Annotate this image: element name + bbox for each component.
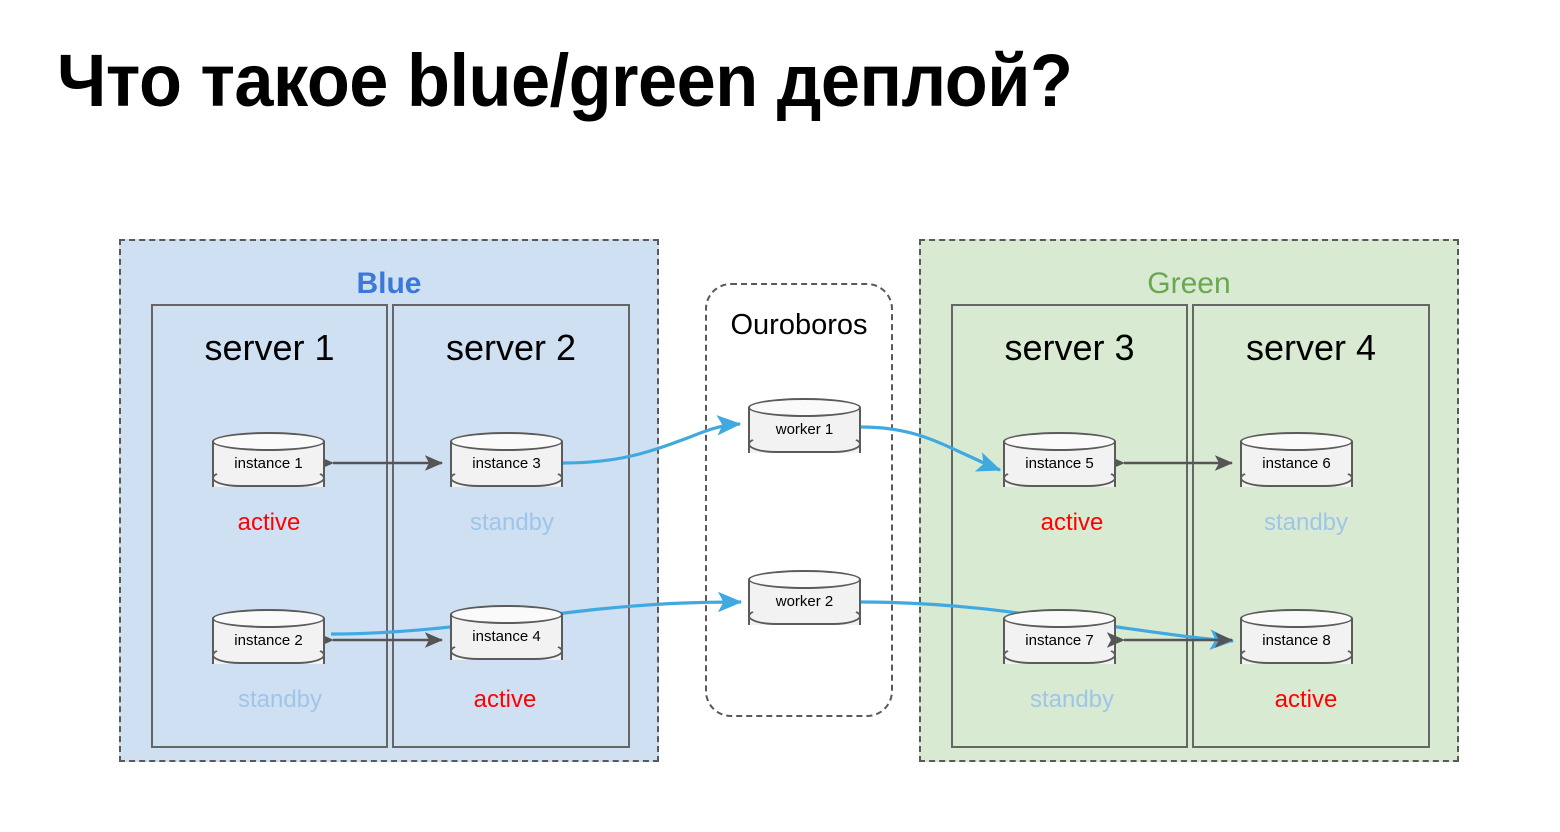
status-badge-instance-5: active [1040,509,1104,536]
cylinder-instance-6[interactable]: instance 6 [1240,432,1353,496]
cylinder-label: instance 7 [1025,632,1094,649]
server-title: server 2 [445,327,577,368]
status-badge-instance-1: active [237,509,301,536]
server-box-server-4: server 4 [1192,304,1430,748]
cylinder-label: worker 1 [775,421,834,438]
cylinder-instance-4[interactable]: instance 4 [450,605,563,669]
ouroboros-box: Ouroboros [705,283,893,717]
cylinder-label: instance 5 [1025,455,1094,472]
cylinder-bottom [212,469,325,487]
cylinder-instance-3[interactable]: instance 3 [450,432,563,496]
cylinder-top [450,432,563,451]
cylinder-top [748,570,861,589]
cylinder-label: instance 2 [234,632,303,649]
cylinder-label: instance 4 [472,628,541,645]
status-badge-instance-6: standby [1263,509,1349,536]
cylinder-bottom [212,646,325,664]
cylinder-top [212,609,325,628]
cylinder-bottom [1003,646,1116,664]
page-title: Что такое blue/green деплой? [57,39,1073,122]
cylinder-top [1240,609,1353,628]
server-title: server 4 [1245,327,1377,368]
zone-blue-label: Blue [356,267,422,300]
server-box-server-2: server 2 [392,304,630,748]
cylinder-bottom [450,642,563,660]
zone-blue: Blue server 1 server 2 [119,239,659,762]
cylinder-worker-1[interactable]: worker 1 [748,398,861,462]
status-badge-instance-7: standby [1029,686,1115,713]
cylinder-bottom [1240,646,1353,664]
cylinder-top [450,605,563,624]
cylinder-instance-5[interactable]: instance 5 [1003,432,1116,496]
zone-green: Green server 3 server 4 [919,239,1459,762]
cylinder-worker-2[interactable]: worker 2 [748,570,861,634]
cylinder-label: instance 8 [1262,632,1331,649]
cylinder-bottom [1003,469,1116,487]
cylinder-label: worker 2 [775,593,834,610]
cylinder-label: instance 1 [234,455,303,472]
cylinder-bottom [748,435,861,453]
cylinder-top [748,398,861,417]
cylinder-label: instance 3 [472,455,541,472]
status-badge-instance-4: active [473,686,537,713]
cylinder-instance-7[interactable]: instance 7 [1003,609,1116,673]
status-badge-instance-3: standby [469,509,555,536]
ouroboros-label: Ouroboros [730,309,868,341]
server-title: server 3 [1004,327,1135,368]
cylinder-instance-1[interactable]: instance 1 [212,432,325,496]
cylinder-label: instance 6 [1262,455,1331,472]
status-badge-instance-8: active [1274,686,1338,713]
cylinder-instance-2[interactable]: instance 2 [212,609,325,673]
server-box-server-1: server 1 [151,304,388,748]
cylinder-bottom [748,607,861,625]
server-title: server 1 [204,327,335,368]
cylinder-instance-8[interactable]: instance 8 [1240,609,1353,673]
zone-green-label: Green [1147,267,1231,300]
cylinder-bottom [450,469,563,487]
cylinder-top [1003,432,1116,451]
cylinder-top [1003,609,1116,628]
cylinder-top [1240,432,1353,451]
status-badge-instance-2: standby [237,686,323,713]
cylinder-bottom [1240,469,1353,487]
cylinder-top [212,432,325,451]
server-box-server-3: server 3 [951,304,1188,748]
